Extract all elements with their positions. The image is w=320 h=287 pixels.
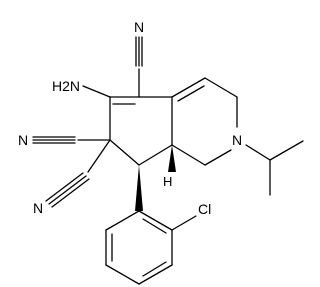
bond-c4-c3 [204,77,238,98]
bond-c7-c8 [109,139,140,166]
bond-c1-c8a [171,144,206,166]
molecule-structure-diagram: N H2N N N N H Cl [18,19,304,285]
bond-c7-cn-lower [87,139,111,173]
atom-label-stereo-h: H [163,174,172,189]
bond-ipr-me1 [269,140,304,161]
atom-label-ring-nitrogen: N [232,132,242,148]
bond-ph3-ph4 [138,264,173,285]
atom-label-nitrile-left-upper: N [18,132,28,148]
bond-lines [32,36,304,285]
bond-n2-ipr [245,144,271,161]
bond-ph4-ph5 [105,264,140,285]
atom-label-nitrile-left-lower: N [33,200,43,216]
bond-c6-nh2 [82,85,111,98]
bond-triple-lower-c [51,178,90,208]
atom-label-amino: H2N [52,78,80,94]
bond-c8-c8a [138,144,173,166]
bond-n2-c1 [204,149,232,166]
bond-ph6-ph1 [105,210,140,231]
bond-ph-cl [171,215,197,231]
bond-c4a-c4 [171,77,206,98]
bond-ph-inner-2 [142,261,167,277]
atom-label-chlorine: Cl [198,201,211,217]
atom-label-nitrile-top: N [134,19,144,35]
bond-ph-inner-1 [142,218,167,234]
bond-ph1-ph2 [138,210,173,231]
wedge-c8a-h [168,145,176,172]
bond-triple-lower-a [45,172,84,202]
bond-triple-lower-b [48,175,87,205]
bond-c4a-c4-double [177,85,205,102]
wedge-c8-phenyl [135,165,143,211]
